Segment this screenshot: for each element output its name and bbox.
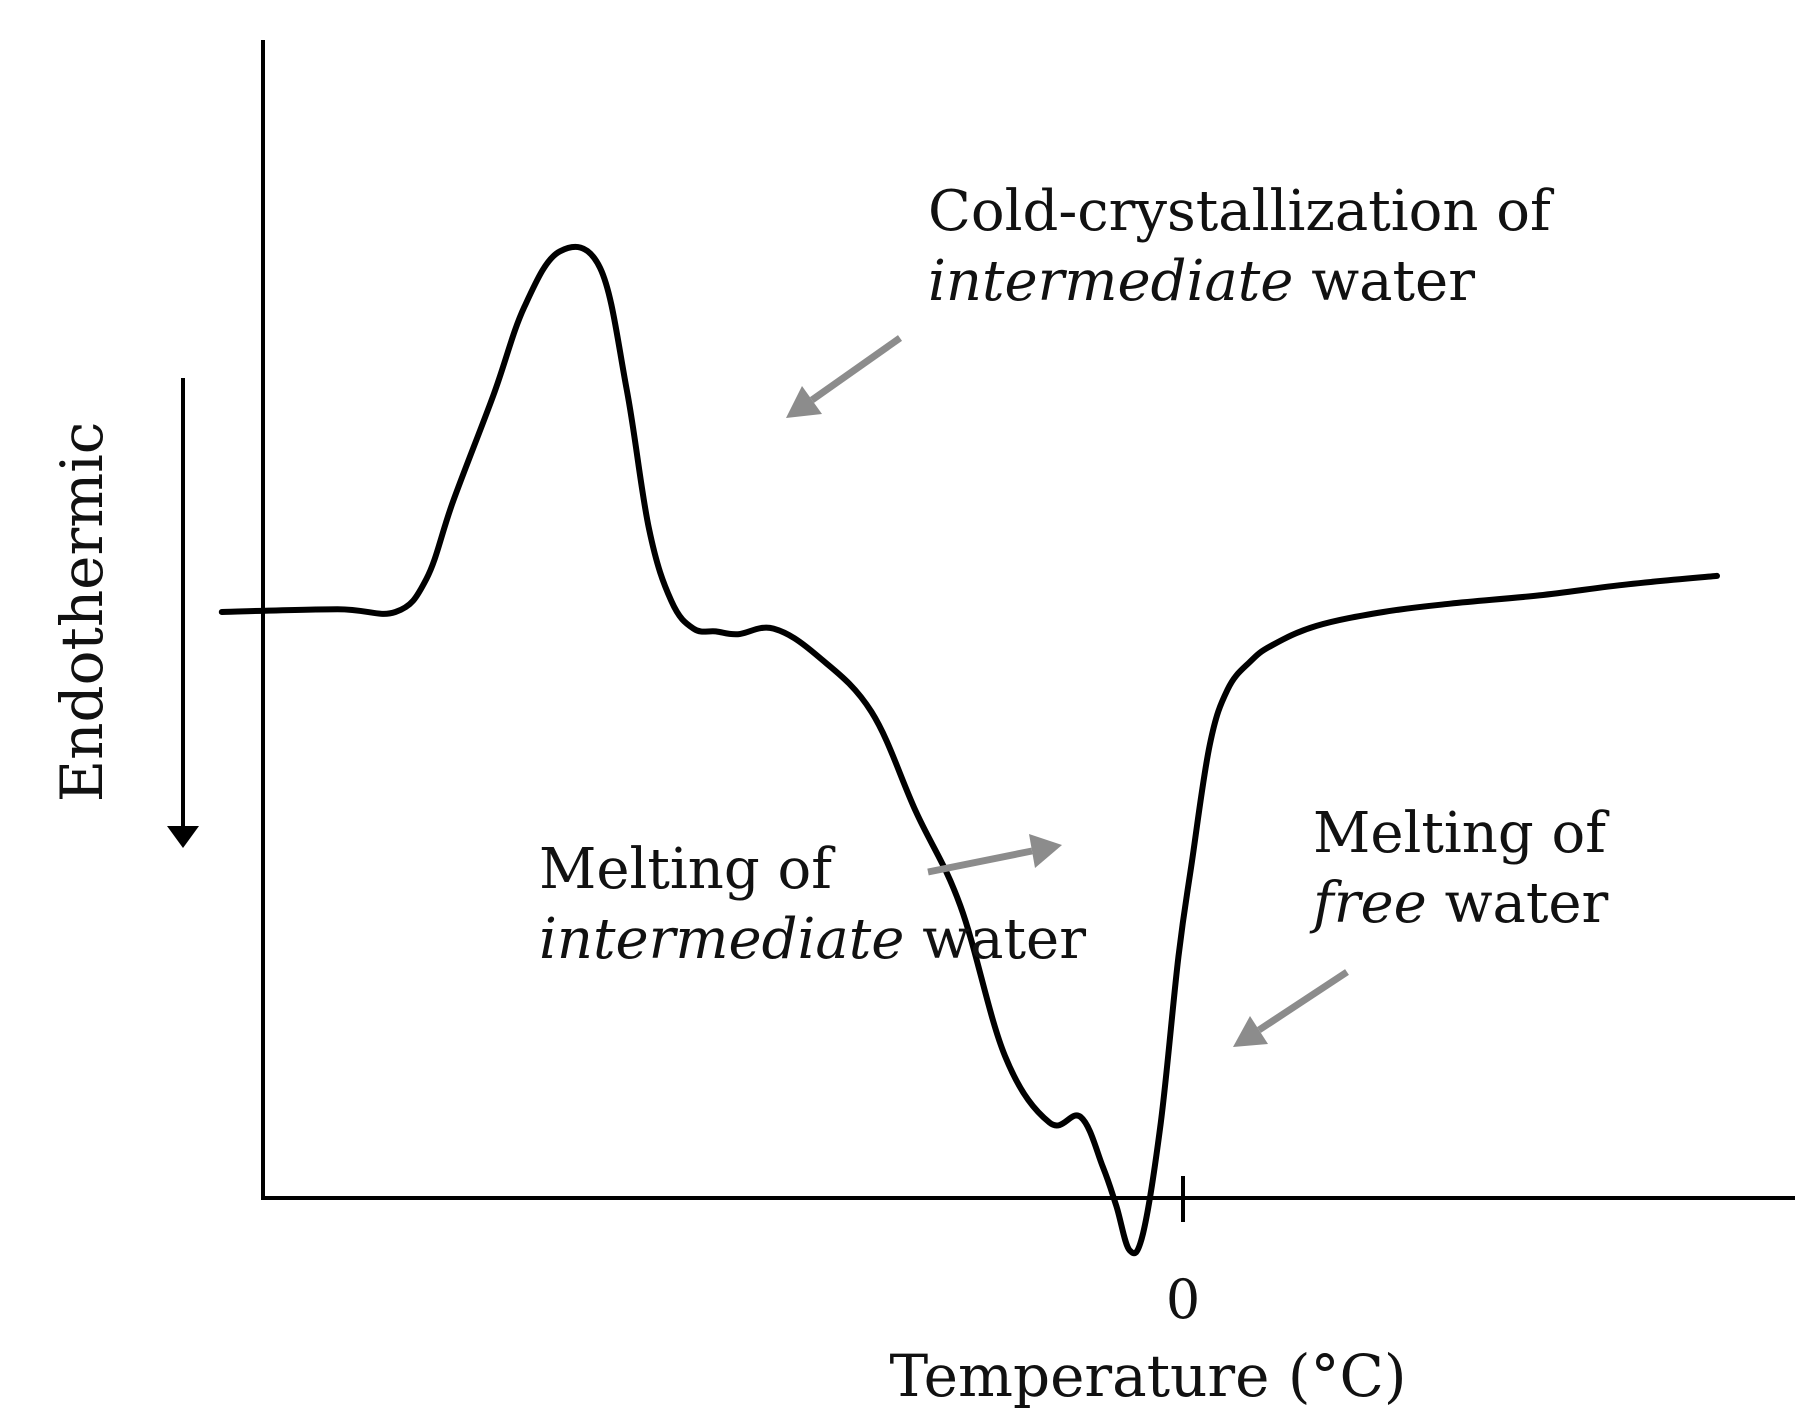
endothermic-direction-arrow-head [167,826,199,848]
annotation-arrow-melting-intermediate [927,834,1062,876]
annotation-arrow-melting-free [1233,969,1349,1047]
annotation-italic-term: free [1309,871,1427,936]
annotation-italic-term: intermediate [928,249,1293,314]
annotation-line: Cold-crystallization of [928,179,1555,244]
annotation-cold-crystallization: Cold-crystallization of intermediate wat… [928,179,1569,314]
y-axis-label: Endothermic [48,422,116,802]
annotation-line: Melting of [1313,801,1610,866]
x-axis-label: Temperature (°C) [889,1342,1406,1410]
annotation-melting-free: Melting of free water [1309,801,1624,936]
annotation-word: water [1293,249,1475,314]
annotation-arrow-cold-crystallization [786,335,903,418]
series-line [218,243,1720,1257]
annotation-line: Melting of [539,837,836,902]
annotation-melting-intermediate: Melting of intermediate water [539,837,1086,972]
annotation-italic-term: intermediate [539,907,904,972]
annotation-word: water [904,907,1086,972]
annotation-word: water [1427,871,1609,936]
x-tick-label-0: 0 [1166,1268,1200,1331]
